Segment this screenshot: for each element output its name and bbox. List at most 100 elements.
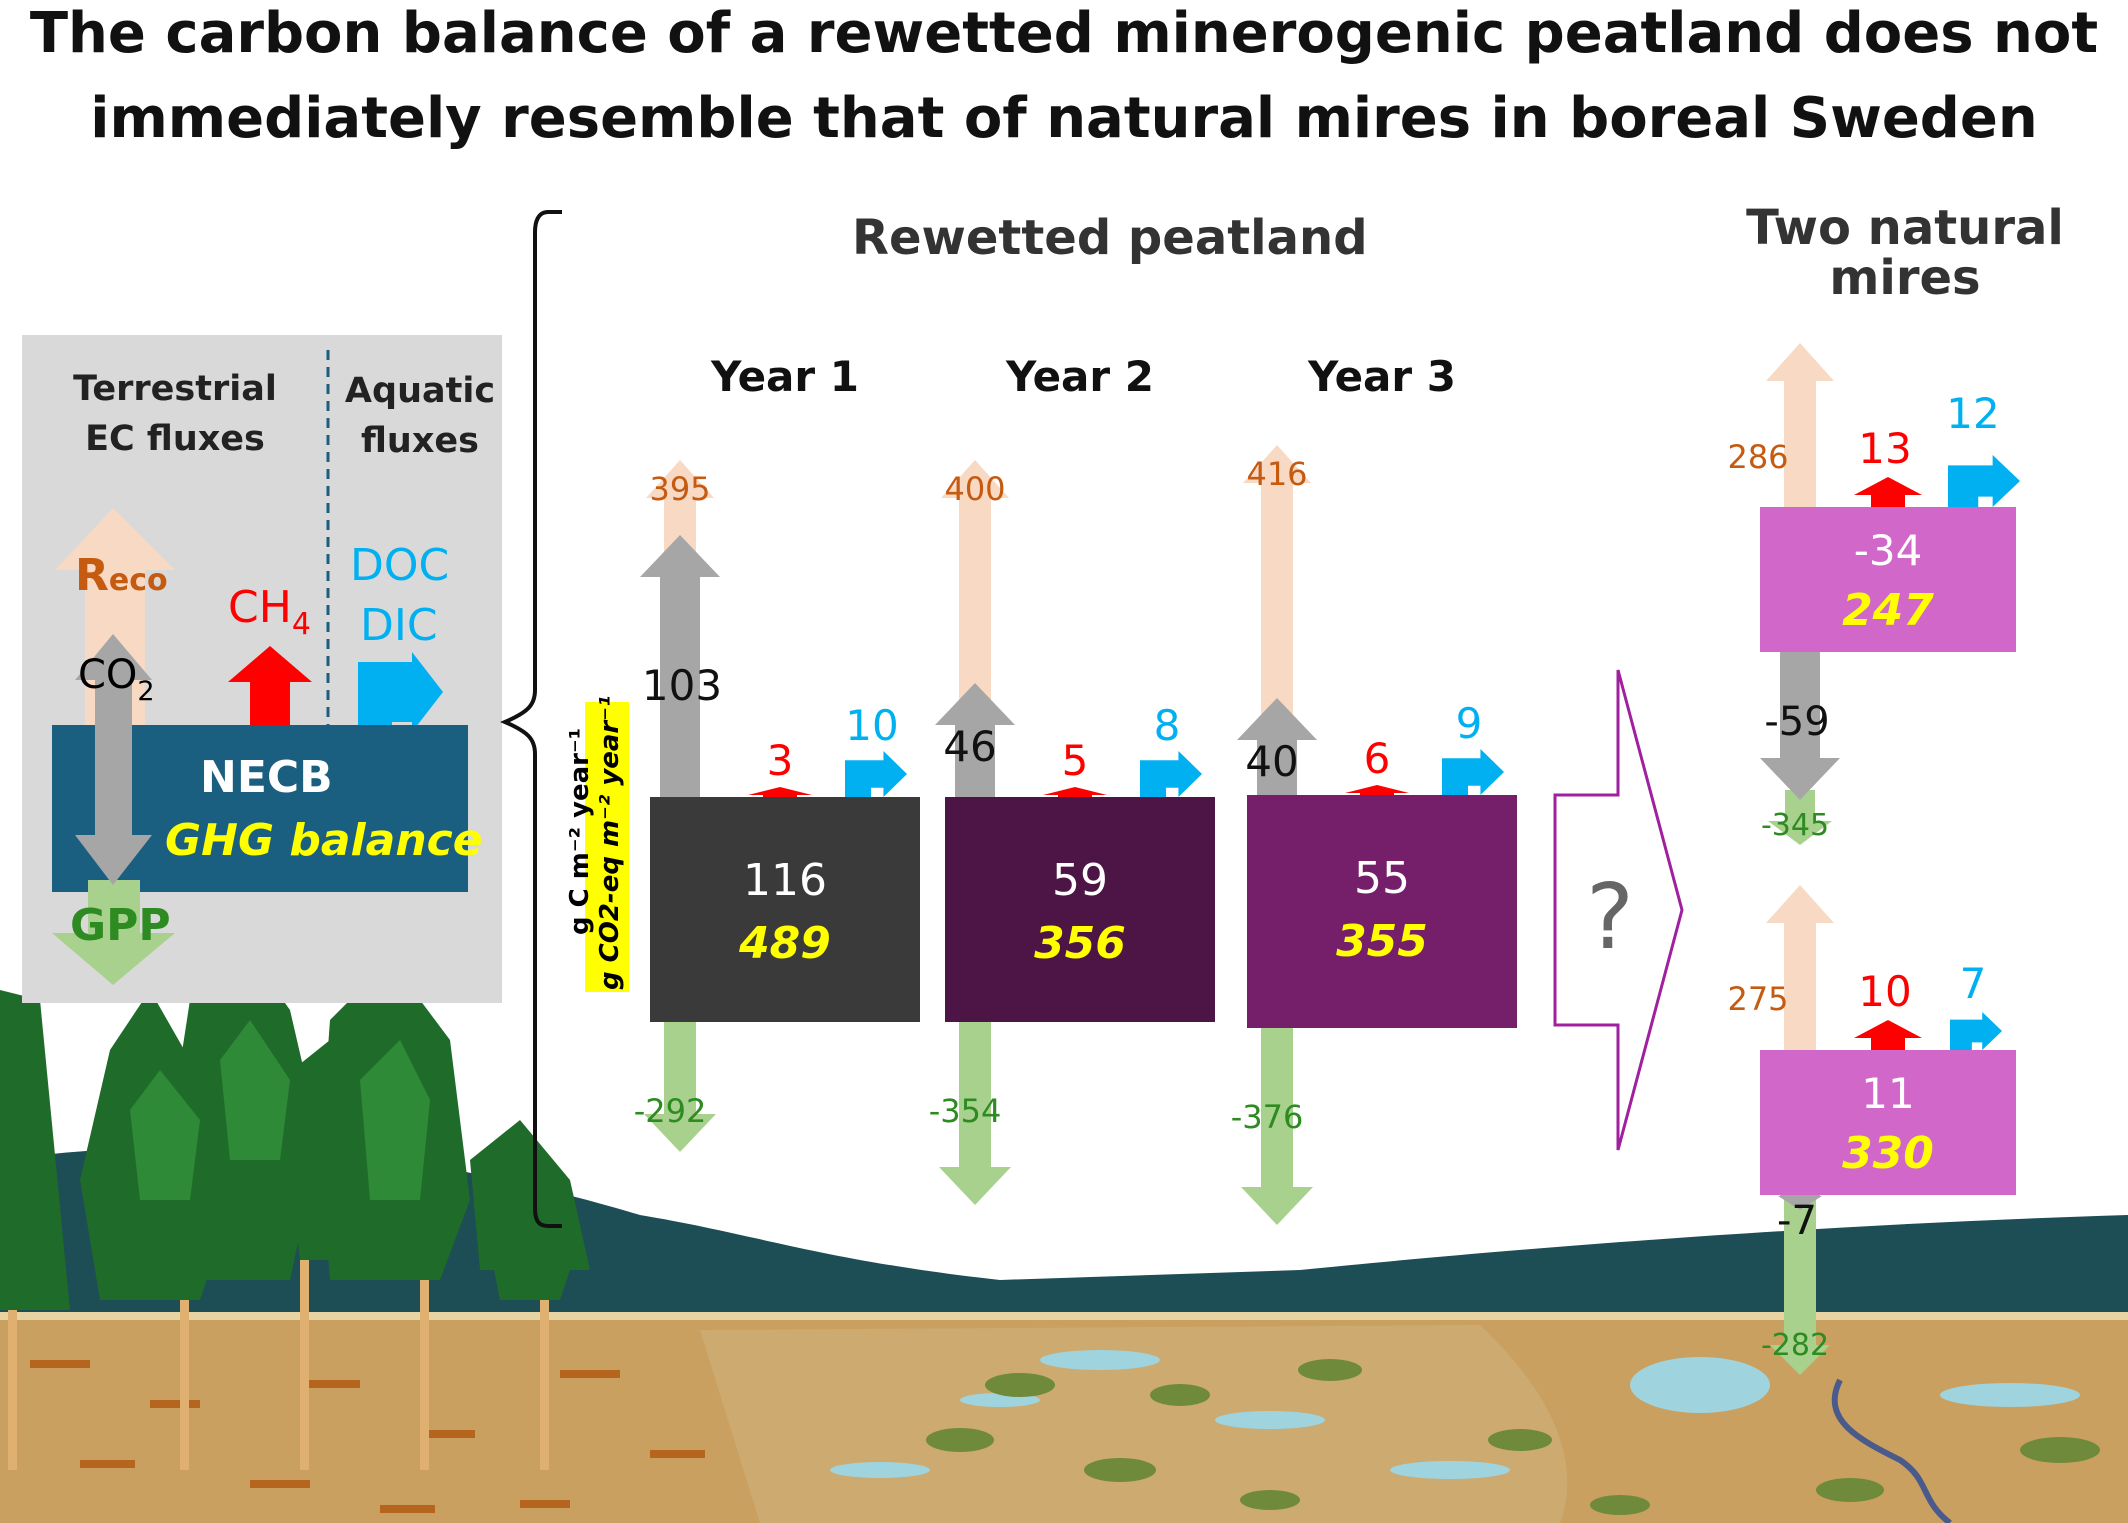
ghg-value: 356: [1034, 917, 1126, 969]
necb-value: 11: [1861, 1068, 1915, 1118]
ponds: [830, 1350, 2080, 1479]
reco-value: 275: [1727, 980, 1789, 1019]
ch4-arrow: [1854, 477, 1922, 507]
net-co2-value: -7: [1777, 1198, 1817, 1245]
reco-arrow: [1766, 885, 1834, 1050]
bracket: [499, 210, 562, 1228]
legend-ch4-arrow: [228, 646, 312, 727]
legend-aquatic-arrow: [358, 652, 443, 732]
necb-value: 59: [1052, 854, 1108, 906]
transition-arrow: [1553, 669, 1684, 1151]
gpp-value: -376: [1230, 1098, 1304, 1137]
ghg-value: 247: [1842, 584, 1934, 636]
ch4-value: 13: [1858, 423, 1912, 473]
legend-panel: [22, 335, 502, 1003]
reco-arrow: [1766, 343, 1834, 507]
rewetted-header: Rewetted peatland: [852, 210, 1368, 266]
legend-reco-label: Reco: [75, 550, 168, 601]
reco-arrow: [1243, 445, 1311, 795]
unit-label-co2eq: g CO2-eq m⁻² year⁻¹: [595, 695, 625, 990]
legend-dic-label: DIC: [360, 600, 438, 651]
year-label: Year 3: [1308, 351, 1456, 401]
ch4-value: 10: [1858, 966, 1912, 1016]
net-co2-arrow: [1237, 698, 1317, 795]
ghg-value: 330: [1842, 1127, 1934, 1179]
gpp-arrow: [1241, 1028, 1313, 1225]
leaf-litter: [30, 1360, 705, 1513]
gpp-value: -292: [633, 1092, 707, 1131]
gpp-arrow: [939, 1022, 1011, 1205]
net-co2-arrow: [1778, 1195, 1822, 1210]
net-co2-value: 103: [641, 660, 723, 710]
reco-value: 286: [1727, 438, 1789, 477]
ghg-value: 355: [1336, 915, 1428, 967]
aquatic-value: 10: [845, 700, 899, 750]
gpp-value: -354: [928, 1092, 1002, 1131]
natural-header-line-2: mires: [1829, 250, 1981, 306]
aquatic-arrow: [1948, 455, 2020, 507]
legend-terrestrial-line-2: EC fluxes: [85, 419, 265, 459]
unit-label-carbon: g C m⁻² year⁻¹: [565, 727, 595, 935]
reco-value: 400: [944, 470, 1006, 509]
necb-value: 55: [1354, 852, 1410, 904]
question-mark: ?: [1586, 865, 1634, 970]
reco-value: 416: [1246, 455, 1308, 494]
aquatic-arrow: [1442, 749, 1504, 795]
necb-box: [650, 797, 920, 1022]
natural-header-line-1: Two natural: [1746, 200, 2064, 256]
legend-co2-arrow: [75, 634, 152, 885]
aquatic-arrow: [845, 751, 907, 797]
aquatic-arrow: [1140, 751, 1202, 797]
landscape-background: [0, 940, 2128, 1523]
forest-trees: [0, 940, 590, 1470]
reco-value: 395: [649, 470, 711, 509]
legend-gpp-label: GPP: [70, 900, 171, 951]
gpp-value: -282: [1760, 1328, 1830, 1364]
ch4-arrow: [748, 787, 812, 797]
gpp-arrow: [644, 1022, 716, 1152]
ch4-value: 3: [766, 735, 794, 785]
net-co2-value: 40: [1245, 736, 1299, 786]
ch4-arrow: [1854, 1020, 1922, 1050]
moss-tufts: [926, 1359, 2100, 1515]
ghg-value: 489: [739, 917, 831, 969]
aquatic-value: 12: [1946, 388, 2000, 438]
aquatic-value: 9: [1455, 698, 1483, 748]
title-line-1: The carbon balance of a rewetted minerog…: [29, 1, 2099, 66]
legend-aquatic-line-2: fluxes: [360, 421, 479, 461]
year-label: Year 1: [711, 351, 859, 401]
legend-ch4-label: CH4: [228, 582, 311, 642]
gpp-arrow: [1770, 1195, 1830, 1375]
legend-co2-label: CO2: [78, 652, 155, 707]
net-co2-value: -59: [1764, 699, 1830, 746]
stream: [1831, 1378, 1952, 1523]
net-co2-arrow: [1760, 652, 1840, 800]
legend-ghg-label: GHG balance: [165, 815, 483, 866]
title-line-2: immediately resemble that of natural mir…: [90, 86, 2038, 151]
net-co2-value: 46: [943, 721, 997, 771]
ground-line: [0, 1312, 2128, 1322]
net-co2-arrow: [935, 683, 1015, 797]
necb-box: [1760, 507, 2016, 652]
gpp-value: -345: [1760, 808, 1830, 844]
gpp-arrow: [1768, 790, 1832, 845]
necb-value: -34: [1853, 525, 1923, 575]
legend-doc-label: DOC: [350, 540, 450, 591]
necb-box: [945, 797, 1215, 1022]
legend-aquatic-line-1: Aquatic: [344, 371, 496, 411]
net-co2-arrow: [640, 535, 720, 797]
necb-box: [1247, 795, 1517, 1028]
ch4-value: 6: [1363, 733, 1391, 783]
reco-arrow: [941, 460, 1009, 797]
ch4-value: 5: [1061, 735, 1089, 785]
necb-box: [1760, 1050, 2016, 1195]
aquatic-value: 7: [1959, 958, 1987, 1008]
year-label: Year 2: [1006, 351, 1154, 401]
legend-necb-label: NECB: [200, 752, 333, 803]
ch4-arrow: [1043, 787, 1107, 797]
ch4-arrow: [1345, 785, 1409, 795]
legend-gpp-arrow: [52, 880, 175, 985]
flux-arrows: [640, 343, 2020, 1375]
aquatic-arrow: [1950, 1012, 2002, 1050]
necb-value: 116: [743, 854, 827, 906]
